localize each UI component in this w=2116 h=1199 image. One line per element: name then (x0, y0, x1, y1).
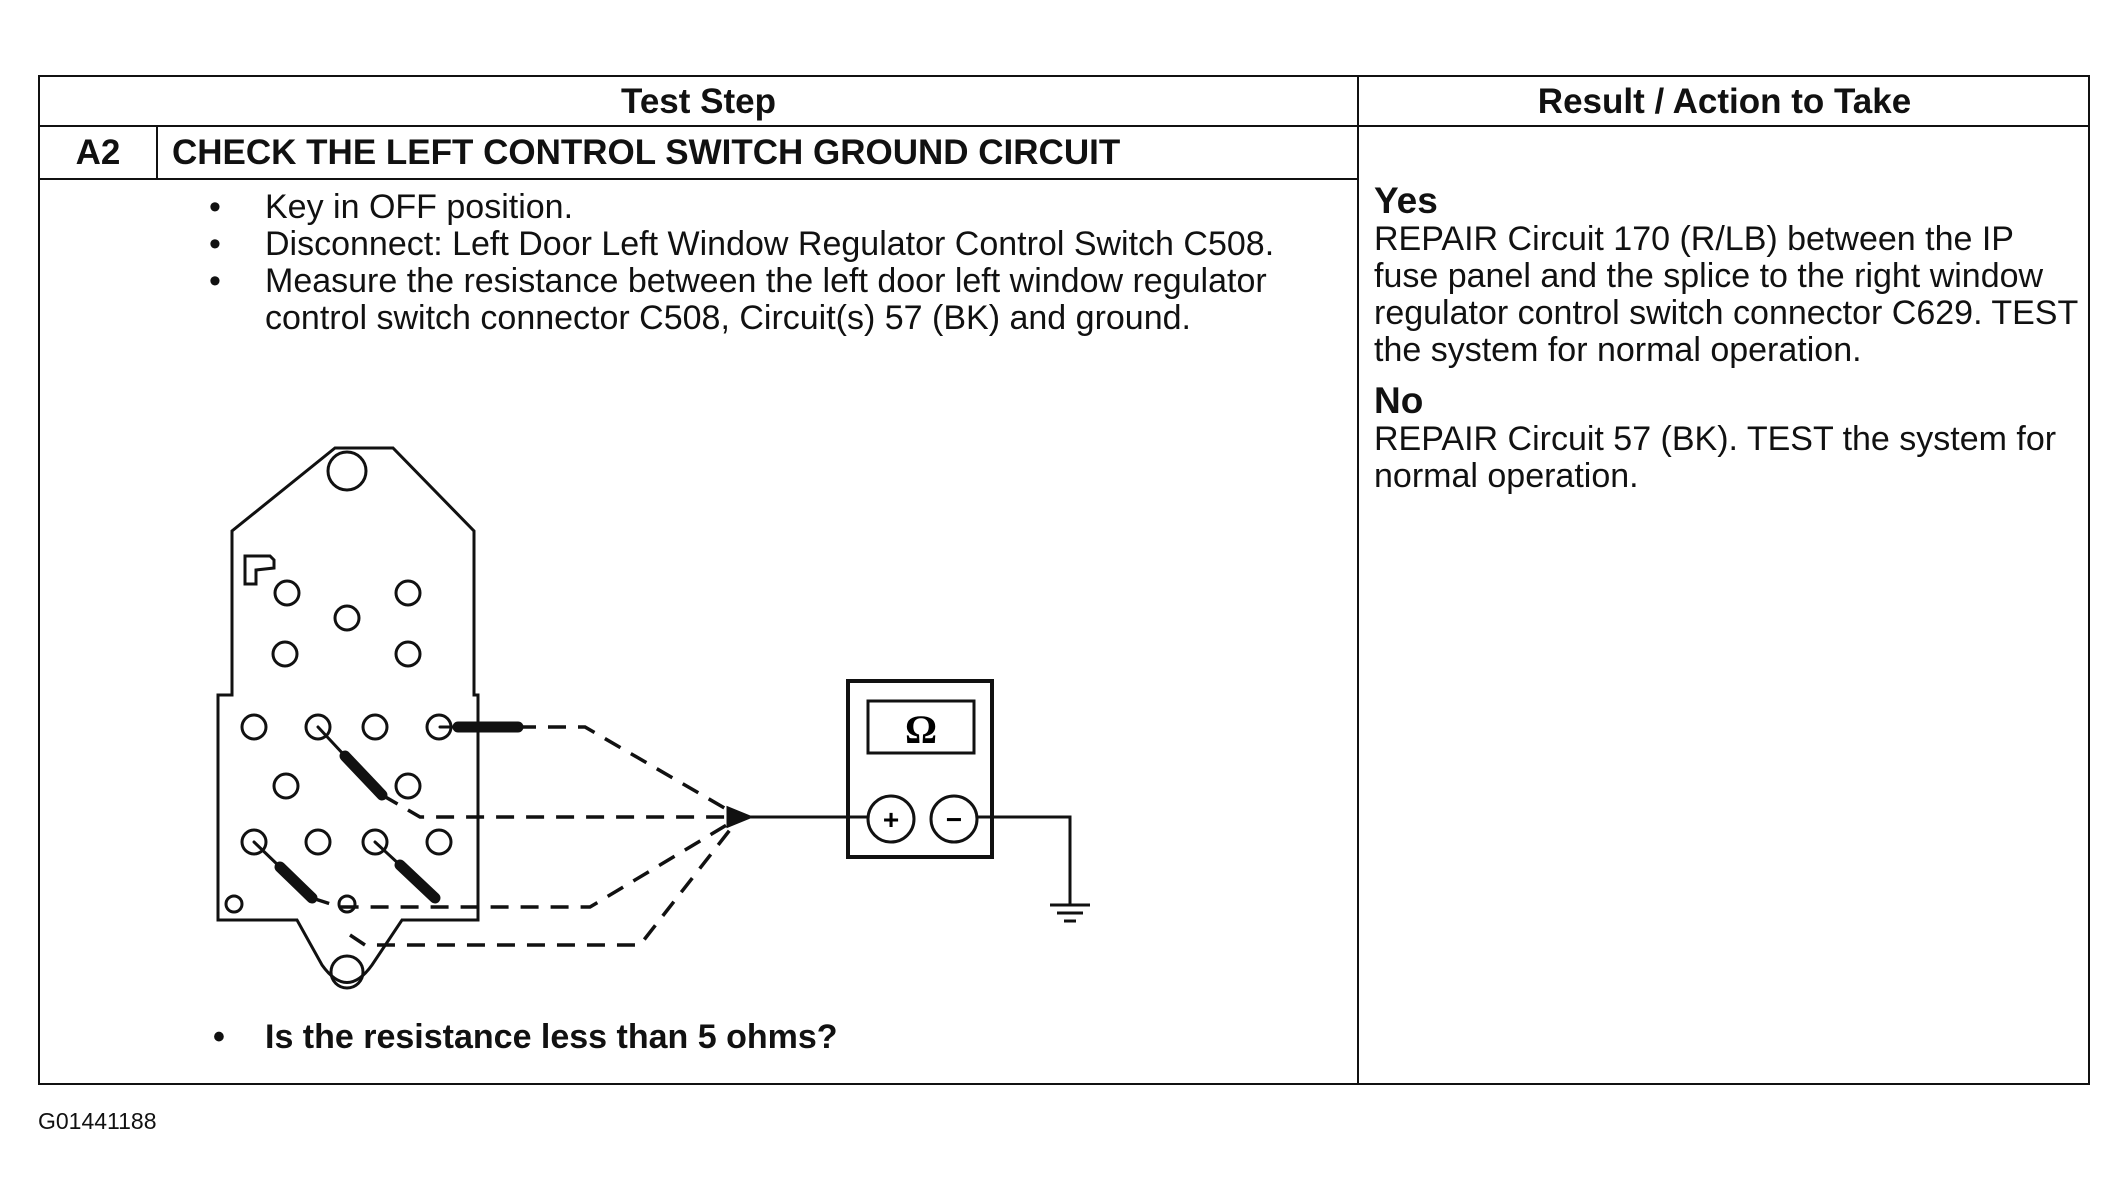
test-step-table: Test Step Result / Action to Take A2 CHE… (38, 75, 2090, 1085)
test-lead (311, 815, 741, 909)
probe (252, 840, 282, 869)
probe (394, 859, 441, 904)
step-item: Measure the resistance between the left … (165, 263, 1345, 337)
plus-symbol: + (883, 804, 899, 835)
ohm-symbol: Ω (905, 707, 937, 752)
step-item: Disconnect: Left Door Left Window Regula… (165, 226, 1345, 264)
no-label: No (1374, 380, 1424, 421)
pin (272, 772, 300, 800)
pin-small (337, 894, 357, 914)
column-divider (1357, 77, 1359, 1083)
pin (304, 828, 332, 856)
header-divider (40, 125, 2088, 127)
step-id: A2 (75, 133, 121, 172)
mounting-hole (329, 954, 365, 990)
meter-display (866, 699, 976, 755)
step-id-divider (156, 127, 158, 179)
ground-lead (977, 815, 1072, 905)
pin-small (224, 894, 244, 914)
pin (394, 579, 422, 607)
step-question: Is the resistance less than 5 ohms? (165, 1017, 838, 1057)
pin (240, 828, 268, 856)
pin (361, 828, 389, 856)
pin (361, 713, 389, 741)
pin (304, 713, 332, 741)
minus-symbol: − (946, 804, 962, 835)
pin (394, 772, 422, 800)
probe (339, 750, 388, 801)
pin (394, 640, 422, 668)
test-lead (349, 815, 742, 947)
pin (271, 640, 299, 668)
header-result-action: Result / Action to Take (1537, 82, 1912, 121)
step-instructions: Key in OFF position. Disconnect: Left Do… (165, 189, 1345, 337)
probe (316, 725, 347, 758)
title-divider (40, 178, 1357, 180)
mounting-hole (326, 450, 368, 492)
header-test-step: Test Step (621, 82, 776, 121)
probe (373, 840, 402, 867)
plus-terminal-icon (866, 794, 916, 844)
pin (240, 713, 268, 741)
figure-id: G01441188 (38, 1108, 157, 1134)
pin (273, 579, 301, 607)
connector-outline (216, 446, 480, 984)
ohmmeter (846, 679, 994, 859)
step-item: Key in OFF position. (165, 189, 1345, 227)
yes-label: Yes (1374, 180, 1438, 221)
yes-action: REPAIR Circuit 170 (R/LB) between the IP… (1374, 220, 2078, 369)
step-title: CHECK THE LEFT CONTROL SWITCH GROUND CIR… (172, 133, 1121, 172)
pin (425, 828, 453, 856)
minus-terminal-icon (929, 794, 979, 844)
arrow-icon (726, 805, 754, 829)
test-lead (381, 793, 740, 819)
no-action: REPAIR Circuit 57 (BK). TEST the system … (1374, 420, 2057, 495)
key-tab-icon (243, 554, 276, 586)
probe (274, 861, 318, 904)
pin (333, 604, 361, 632)
test-lead (518, 725, 741, 819)
result-column: Yes REPAIR Circuit 170 (R/LB) between th… (1374, 181, 2084, 507)
